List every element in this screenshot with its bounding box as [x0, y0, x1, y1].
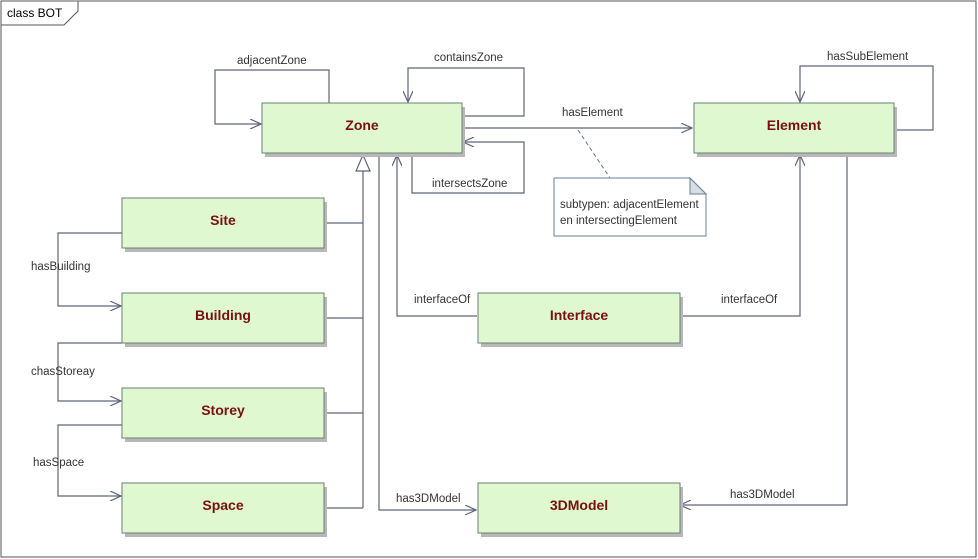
class-name-element: Element — [767, 117, 822, 133]
class-building[interactable]: Building — [121, 292, 327, 347]
frame-tab — [1, 1, 79, 26]
assoc-has-building[interactable]: hasBuilding — [31, 232, 122, 306]
class-interface[interactable]: Interface — [477, 292, 683, 347]
label-has-sub-element: hasSubElement — [827, 51, 909, 63]
class-site[interactable]: Site — [121, 197, 327, 252]
assoc-has-space[interactable]: hasSpace — [33, 424, 122, 496]
assoc-contains-zone[interactable]: containsZone — [408, 52, 525, 117]
class-name-site: Site — [210, 212, 236, 228]
label-has-3dmodel-element: has3DModel — [730, 489, 795, 501]
assoc-has-3dmodel-zone[interactable]: has3DModel — [378, 154, 476, 510]
label-interface-of-zone: interfaceOf — [414, 294, 471, 306]
class-name-3dmodel: 3DModel — [550, 497, 608, 513]
class-name-zone: Zone — [345, 117, 379, 133]
class-element[interactable]: Element — [693, 102, 897, 157]
assoc-intersects-zone[interactable]: intersectsZone — [411, 142, 525, 194]
note-anchor-line — [577, 129, 611, 179]
assoc-has-3dmodel-element[interactable]: has3DModel — [680, 154, 848, 505]
class-space[interactable]: Space — [121, 482, 327, 537]
label-has-element: hasElement — [562, 107, 624, 119]
note-line-1: subtypen: adjacentElement — [560, 199, 700, 211]
frame-title: class BOT — [7, 6, 63, 20]
class-name-space: Space — [202, 497, 243, 513]
label-contains-zone: containsZone — [434, 52, 503, 64]
assoc-has-element[interactable]: hasElement — [462, 107, 692, 128]
class-name-building: Building — [195, 307, 251, 323]
generalization-to-zone[interactable] — [324, 153, 371, 509]
label-interface-of-element: interfaceOf — [721, 294, 778, 306]
assoc-interface-of-zone[interactable]: interfaceOf — [397, 155, 477, 317]
class-name-interface: Interface — [550, 307, 609, 323]
class-3dmodel[interactable]: 3DModel — [477, 482, 683, 537]
label-has-space: hasSpace — [33, 457, 84, 469]
note-subtypen[interactable]: subtypen: adjacentElement en intersectin… — [553, 176, 708, 237]
class-zone[interactable]: Zone — [261, 102, 465, 157]
label-has-3dmodel-zone: has3DModel — [396, 493, 461, 505]
assoc-adjacent-zone[interactable]: adjacentZone — [214, 55, 330, 124]
label-intersects-zone: intersectsZone — [432, 178, 507, 190]
assoc-interface-of-element[interactable]: interfaceOf — [679, 155, 800, 317]
class-storey[interactable]: Storey — [121, 387, 327, 442]
label-chas-storeay: chasStoreay — [31, 366, 95, 378]
label-adjacent-zone: adjacentZone — [237, 55, 307, 67]
assoc-chas-storeay[interactable]: chasStoreay — [31, 342, 122, 401]
label-has-building: hasBuilding — [31, 261, 90, 273]
note-line-2: en intersectingElement — [560, 215, 678, 227]
class-name-storey: Storey — [201, 402, 245, 418]
assoc-has-sub-element[interactable]: hasSubElement — [800, 51, 934, 131]
generalization-arrowhead — [355, 153, 371, 172]
